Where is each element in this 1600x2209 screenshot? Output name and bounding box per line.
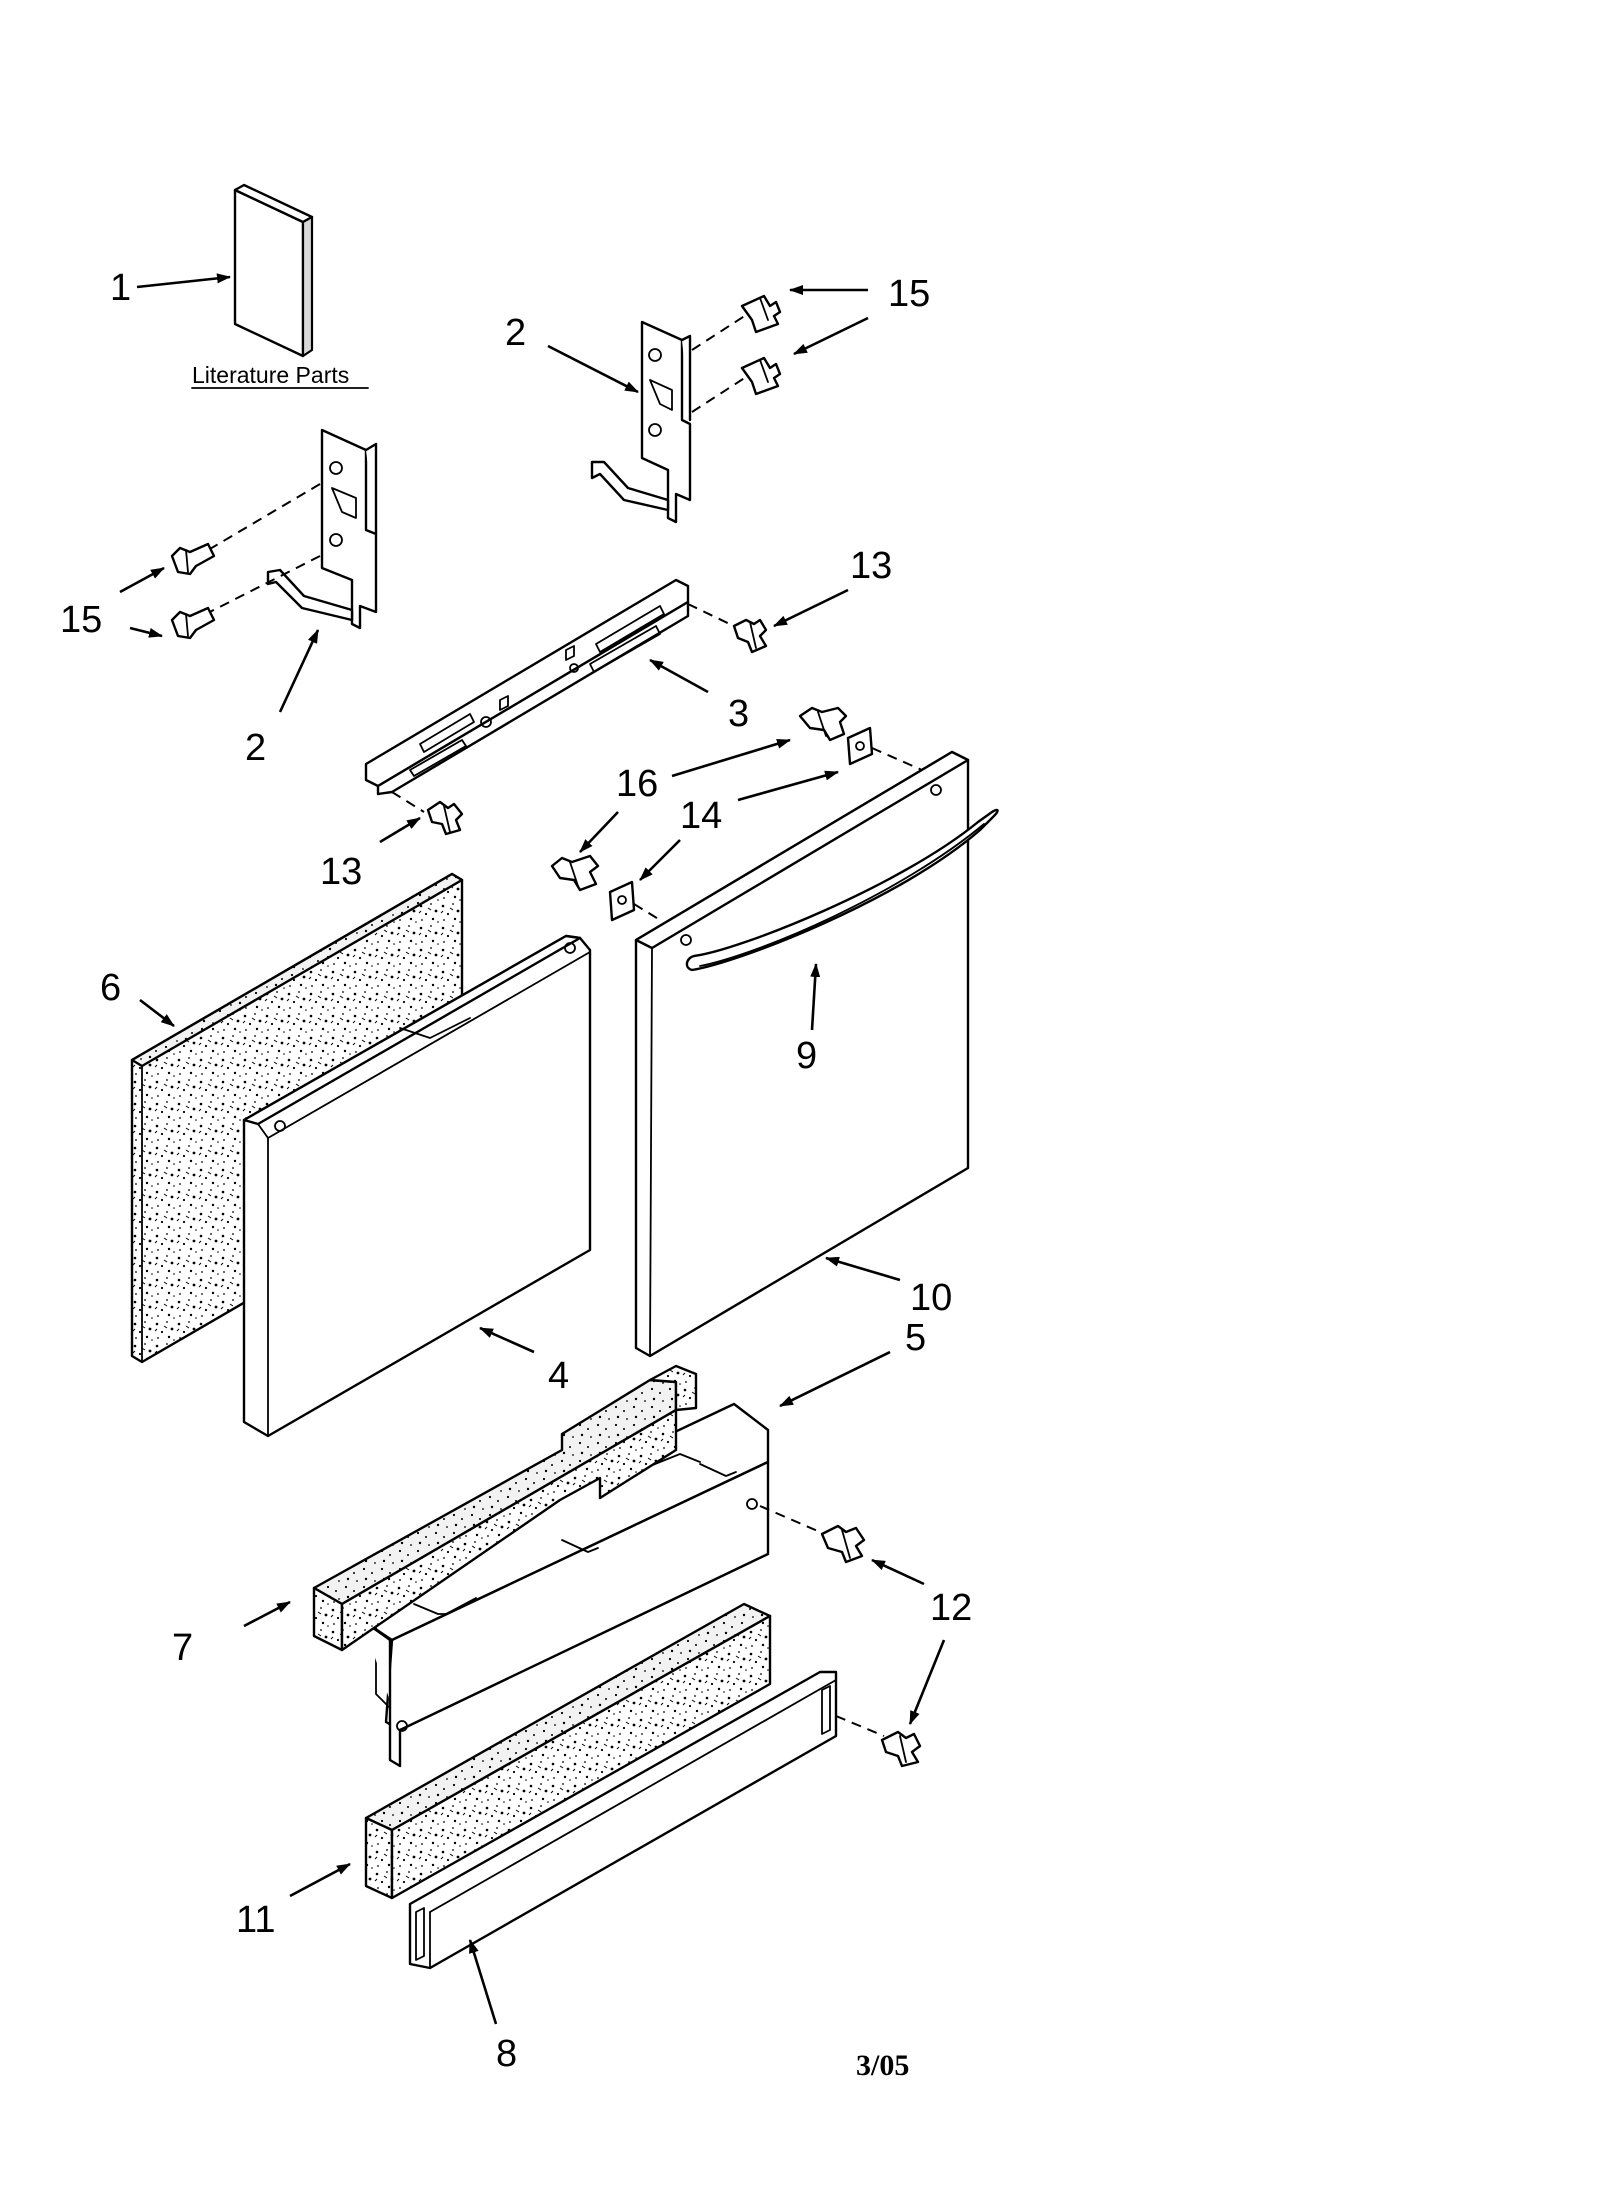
callout-3: 3 bbox=[728, 693, 749, 735]
screw-12-upper: 12 bbox=[820, 1524, 972, 1629]
hinge-bracket-left-part: 2 bbox=[197, 428, 378, 769]
callout-11: 11 bbox=[236, 1899, 275, 1941]
callout-15-left: 15 bbox=[60, 599, 102, 641]
screw-15-top-pair: 15 bbox=[740, 273, 930, 396]
revision-date: 3/05 bbox=[856, 2049, 909, 2082]
mounting-rail-part: 3 bbox=[364, 578, 749, 813]
toe-panel-bracket-part: 5 bbox=[360, 1317, 926, 1768]
callout-2-top: 2 bbox=[505, 312, 526, 354]
hinge-bracket-right-part: 2 bbox=[505, 305, 761, 524]
literature-parts-label: Literature Parts bbox=[192, 362, 349, 388]
callout-2-bottom: 2 bbox=[245, 727, 266, 769]
callout-15-top: 15 bbox=[888, 273, 930, 315]
screw-13-upper: 13 bbox=[732, 545, 892, 654]
foam-strip-lower-part: 11 bbox=[236, 1602, 772, 1941]
outer-door-panel-part: 10 bbox=[634, 750, 970, 1358]
screw-16-lower bbox=[550, 811, 681, 922]
callout-14: 14 bbox=[680, 795, 722, 837]
callout-4: 4 bbox=[548, 1355, 569, 1397]
callout-12: 12 bbox=[930, 1587, 972, 1629]
callout-6: 6 bbox=[100, 967, 121, 1009]
toe-kick-panel-part: 8 bbox=[408, 1670, 885, 2075]
literature-parts-part: 1 Literature Parts bbox=[110, 183, 369, 389]
callout-7: 7 bbox=[172, 1627, 193, 1669]
callout-8: 8 bbox=[496, 2033, 517, 2075]
callout-13-upper: 13 bbox=[850, 545, 892, 587]
callout-13-lower: 13 bbox=[320, 851, 362, 893]
door-handle-part: 9 bbox=[685, 808, 999, 1077]
foam-strip-upper-part: 7 bbox=[172, 1364, 698, 1669]
inner-door-panel-part: 4 bbox=[242, 934, 592, 1438]
screw-15-left-pair: 15 bbox=[60, 542, 216, 641]
callout-1: 1 bbox=[110, 267, 131, 309]
callout-5: 5 bbox=[905, 1317, 926, 1359]
screw-16-upper: 16 14 bbox=[616, 706, 941, 837]
callout-16: 16 bbox=[616, 763, 658, 805]
screw-12-lower bbox=[880, 1639, 946, 1768]
screw-13-lower: 13 bbox=[320, 800, 464, 893]
callout-10: 10 bbox=[910, 1277, 952, 1319]
callout-9: 9 bbox=[796, 1035, 817, 1077]
